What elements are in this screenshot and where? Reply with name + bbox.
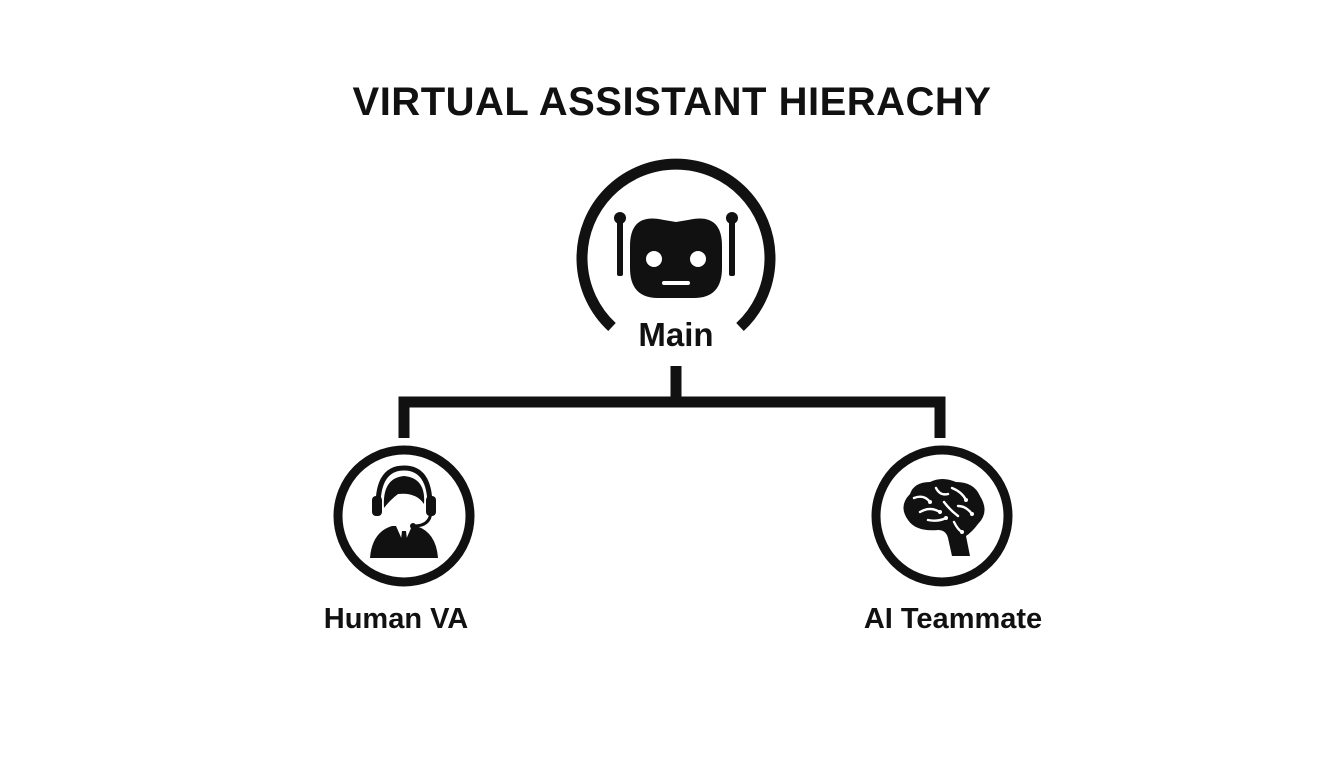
ai-teammate-node[interactable] (871, 445, 1013, 587)
brain-circuit-icon (903, 479, 985, 556)
headset-person-icon (370, 465, 438, 558)
human-va-node[interactable] (333, 445, 475, 587)
main-node[interactable] (576, 158, 776, 332)
connector-branch (398, 396, 946, 438)
ai-teammate-label: AI Teammate (863, 603, 1043, 635)
diagram-title: VIRTUAL ASSISTANT HIERACHY (352, 80, 992, 124)
human-va-label: Human VA (323, 603, 469, 635)
main-node-label: Main (638, 316, 714, 353)
robot-icon (614, 212, 738, 298)
connector-lines (398, 366, 946, 438)
main-node-ring (576, 158, 776, 332)
human-va-ring (333, 445, 475, 587)
